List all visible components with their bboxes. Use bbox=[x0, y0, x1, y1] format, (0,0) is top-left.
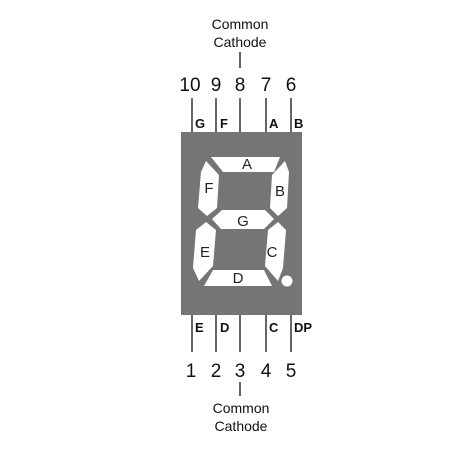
bottom-pin-number-3: 3 bbox=[235, 361, 246, 382]
top-pin-segment-f: F bbox=[220, 116, 228, 131]
bottom-common-label-line1: Common bbox=[213, 400, 270, 416]
top-pin-segment-a: A bbox=[269, 116, 279, 131]
top-pin-number-8: 8 bbox=[235, 75, 246, 96]
top-pin-number-7: 7 bbox=[261, 75, 272, 96]
top-common-label-line1: Common bbox=[212, 16, 269, 32]
segment-e bbox=[193, 222, 216, 281]
segment-label-c: C bbox=[267, 244, 278, 261]
top-pin-segment-g: G bbox=[195, 116, 205, 131]
top-pin-number-10: 10 bbox=[179, 75, 200, 96]
top-pin-segment-b: B bbox=[294, 116, 303, 131]
bottom-common-label-line2: Cathode bbox=[215, 418, 268, 434]
segment-a bbox=[211, 157, 280, 172]
segment-label-a: A bbox=[242, 156, 252, 173]
bottom-pin-segment-c: C bbox=[269, 320, 279, 335]
bottom-pin-number-4: 4 bbox=[261, 361, 272, 382]
segment-label-d: D bbox=[233, 270, 244, 287]
segment-label-e: E bbox=[200, 244, 210, 261]
top-pin-number-6: 6 bbox=[286, 75, 297, 96]
top-pin-number-9: 9 bbox=[211, 75, 222, 96]
bottom-pin-number-5: 5 bbox=[286, 361, 297, 382]
segment-b bbox=[270, 161, 289, 216]
segment-g bbox=[212, 210, 274, 229]
segment-d bbox=[204, 270, 272, 286]
bottom-pin-number-2: 2 bbox=[211, 361, 222, 382]
segment-c bbox=[265, 222, 286, 281]
segment-label-f: F bbox=[204, 180, 213, 197]
bottom-pin-segment-d: D bbox=[220, 320, 229, 335]
bottom-pin-segment-dp: DP bbox=[294, 320, 312, 335]
segment-f bbox=[198, 161, 219, 216]
segment-label-b: B bbox=[275, 183, 285, 200]
segment-label-g: G bbox=[237, 213, 249, 230]
top-common-label-line2: Cathode bbox=[214, 34, 267, 50]
bottom-pin-number-1: 1 bbox=[186, 361, 197, 382]
bottom-pin-segment-e: E bbox=[195, 320, 204, 335]
decimal-point bbox=[281, 275, 293, 287]
